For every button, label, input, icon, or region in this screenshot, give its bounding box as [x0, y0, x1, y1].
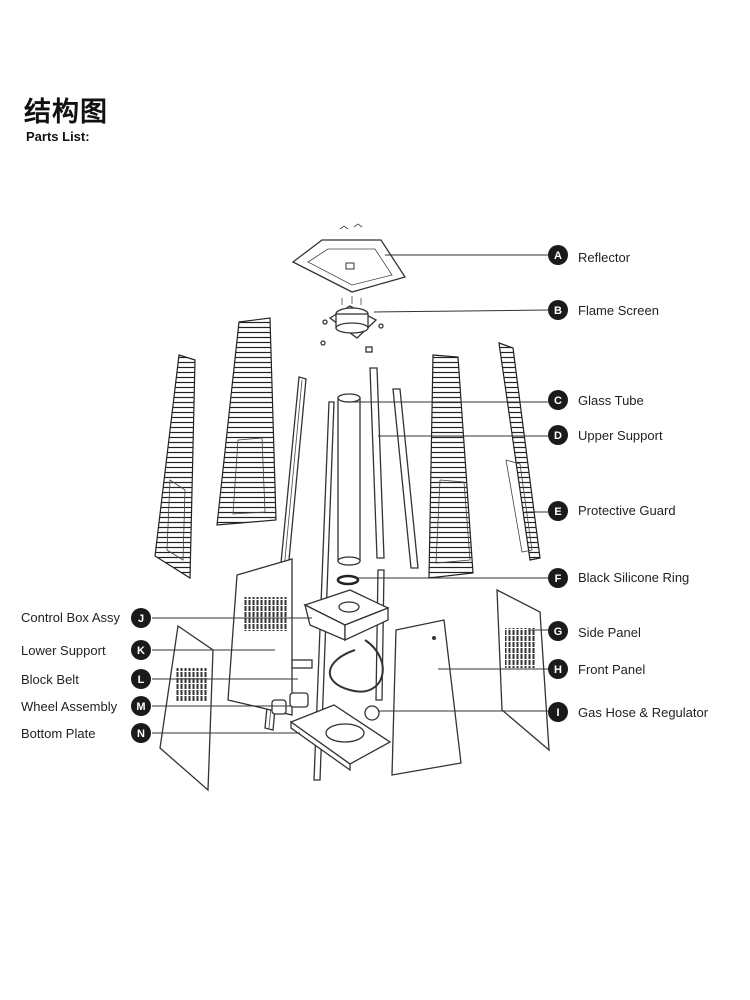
badge-i	[548, 702, 568, 722]
gas-hose-drawing	[291, 639, 384, 721]
callout-e: E Protective Guard	[548, 501, 676, 521]
badge-letter-d: D	[554, 430, 562, 442]
part-label-block-belt: Block Belt	[21, 672, 79, 687]
callout-d: D Upper Support	[548, 425, 663, 445]
callout-f: F Black Silicone Ring	[548, 568, 689, 588]
badge-l	[131, 669, 151, 689]
part-label-control-box-assy: Control Box Assy	[21, 610, 120, 625]
callout-c: C Glass Tube	[548, 390, 644, 410]
callout-a: A Reflector	[548, 245, 631, 265]
part-label-lower-support: Lower Support	[21, 643, 106, 658]
protective-guard-drawing	[154, 317, 541, 580]
badge-letter-k: K	[137, 645, 145, 657]
badge-f	[548, 568, 568, 588]
badge-letter-j: J	[138, 613, 144, 625]
badge-d	[548, 425, 568, 445]
callout-k: K Lower Support	[21, 640, 151, 660]
part-label-front-panel: Front Panel	[578, 662, 645, 677]
left-side-panel-drawing	[159, 624, 214, 792]
badge-letter-c: C	[554, 395, 562, 407]
badge-e	[548, 501, 568, 521]
badge-k	[131, 640, 151, 660]
part-label-black-silicone-ring: Black Silicone Ring	[578, 570, 689, 585]
badge-a	[548, 245, 568, 265]
callout-n: N Bottom Plate	[21, 723, 151, 743]
badge-m	[131, 696, 151, 716]
badge-h	[548, 659, 568, 679]
callout-m: M Wheel Assembly	[21, 696, 151, 716]
side-panel-drawing	[496, 588, 550, 752]
badge-letter-b: B	[554, 305, 562, 317]
badge-letter-m: M	[136, 701, 145, 713]
part-label-side-panel: Side Panel	[578, 625, 641, 640]
badge-b	[548, 300, 568, 320]
control-box-drawing	[303, 589, 390, 642]
leader-lines-left	[152, 617, 312, 734]
glass-tube-drawing	[337, 393, 361, 566]
bottom-plate-drawing	[289, 704, 392, 772]
badge-letter-g: G	[554, 626, 563, 638]
badge-letter-i: I	[556, 707, 559, 719]
flame-screen-drawing	[320, 296, 384, 353]
callout-b: B Flame Screen	[548, 300, 659, 320]
badge-letter-l: L	[138, 674, 145, 686]
part-label-upper-support: Upper Support	[578, 428, 663, 443]
part-label-reflector: Reflector	[578, 250, 631, 265]
parts-list-heading: Parts List:	[26, 129, 90, 144]
back-panel-drawing	[227, 558, 293, 716]
badge-letter-a: A	[554, 250, 562, 262]
part-label-flame-screen: Flame Screen	[578, 303, 659, 318]
reflector-drawing	[291, 223, 407, 293]
part-label-gas-hose-regulator: Gas Hose & Regulator	[578, 705, 709, 720]
leader-lines-right	[352, 254, 549, 712]
badge-letter-f: F	[555, 573, 562, 585]
callout-j: J Control Box Assy	[21, 608, 151, 628]
callout-l: L Block Belt	[21, 669, 151, 689]
part-label-wheel-assembly: Wheel Assembly	[21, 699, 118, 714]
badge-g	[548, 621, 568, 641]
callout-i: I Gas Hose & Regulator	[548, 702, 709, 722]
part-label-bottom-plate: Bottom Plate	[21, 726, 95, 741]
badge-letter-h: H	[554, 664, 562, 676]
page-title: 结构图	[24, 97, 108, 128]
callout-h: H Front Panel	[548, 659, 645, 679]
badge-c	[548, 390, 568, 410]
part-label-glass-tube: Glass Tube	[578, 393, 644, 408]
wheel-assembly-drawing	[271, 692, 309, 715]
badge-n	[131, 723, 151, 743]
front-panel-drawing	[391, 619, 462, 776]
part-label-protective-guard: Protective Guard	[578, 503, 676, 518]
badge-letter-n: N	[137, 728, 145, 740]
callout-g: G Side Panel	[548, 621, 641, 641]
badge-letter-e: E	[554, 506, 561, 518]
silicone-ring-drawing	[336, 574, 360, 586]
badge-j	[131, 608, 151, 628]
